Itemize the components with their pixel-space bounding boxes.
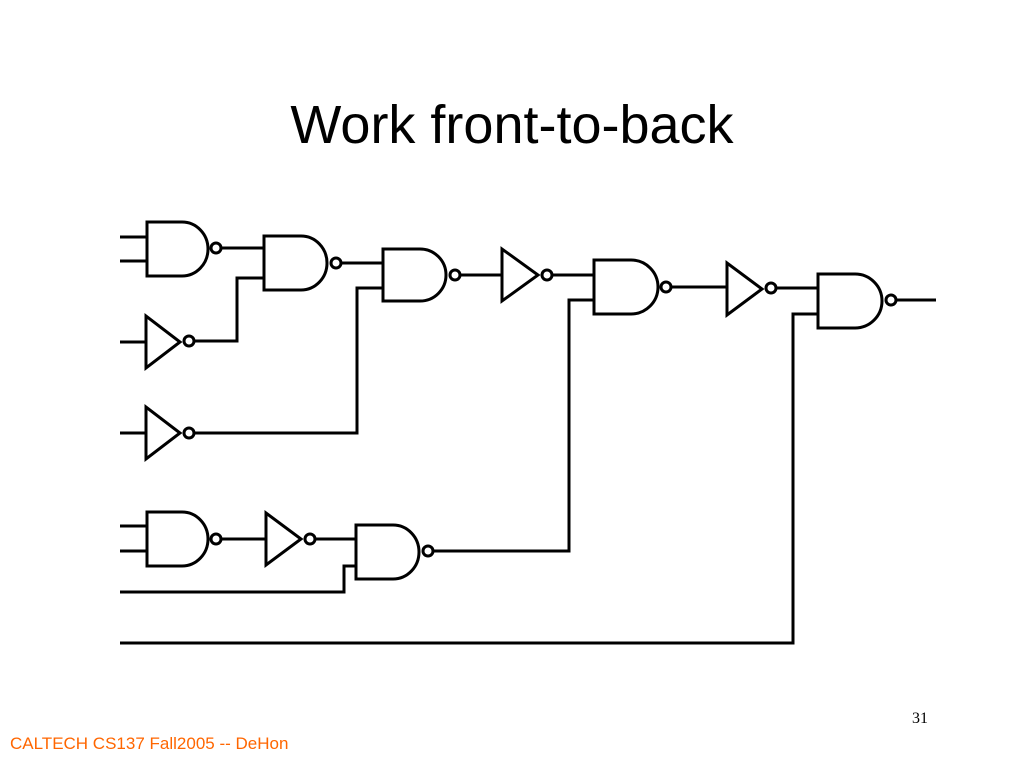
footer-text: CALTECH CS137 Fall2005 -- DeHon bbox=[10, 734, 289, 753]
nand-gate-2 bbox=[262, 234, 343, 292]
wires bbox=[120, 235, 936, 645]
nand-gate-5 bbox=[816, 272, 898, 330]
nand-gate-4 bbox=[592, 258, 673, 316]
slide-title: Work front-to-back bbox=[290, 95, 734, 155]
nand-gate-7 bbox=[354, 523, 435, 581]
inverter-3 bbox=[500, 246, 554, 304]
nand-gate-6 bbox=[145, 510, 223, 568]
slide-number: 31 bbox=[912, 710, 928, 727]
inverter-1 bbox=[144, 312, 196, 372]
nand-gate-3 bbox=[381, 247, 462, 303]
inverter-5 bbox=[264, 510, 317, 568]
inverter-4 bbox=[725, 260, 778, 318]
nand-gate-1 bbox=[145, 220, 223, 278]
inverter-2 bbox=[144, 403, 196, 463]
